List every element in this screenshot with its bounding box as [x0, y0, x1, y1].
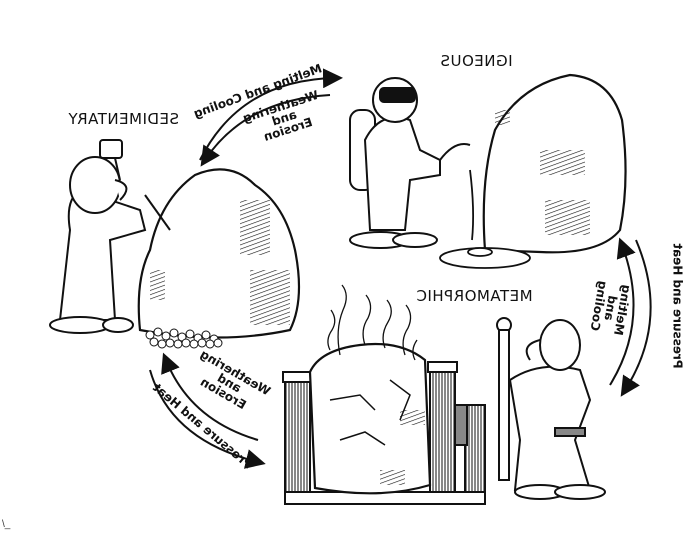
corner-mark: \_ — [2, 519, 11, 530]
label-igneous: IGNEOUS — [440, 52, 513, 70]
arrow-metamorphic-to-sedimentary — [161, 352, 259, 441]
arrow-sedimentary-to-igneous — [199, 68, 343, 161]
label-melting-cooling-right: Melting and Cooling — [587, 279, 634, 337]
heat-waves — [327, 284, 418, 361]
arrow-sedimentary-to-metamorphic — [149, 369, 266, 469]
strongman-figure — [496, 317, 606, 500]
metamorphic-rock — [308, 342, 432, 495]
arrow-igneous-to-metamorphic — [620, 239, 652, 397]
arrow-metamorphic-to-igneous — [609, 237, 636, 386]
welder-figure — [349, 77, 471, 249]
igneous-boulder — [482, 73, 627, 254]
sedimentary-pebbles — [145, 327, 223, 349]
sedimentary-boulder — [137, 168, 301, 339]
geologist-figure — [49, 139, 171, 334]
lava-puddle — [439, 169, 531, 269]
press-frame — [282, 361, 486, 505]
arrow-igneous-to-sedimentary — [200, 94, 331, 167]
label-pressure-heat-right: Pressure and Heat — [670, 243, 685, 369]
label-sedimentary: SEDIMENTARY — [68, 110, 179, 128]
label-metamorphic: METAMORPHIC — [416, 287, 533, 305]
